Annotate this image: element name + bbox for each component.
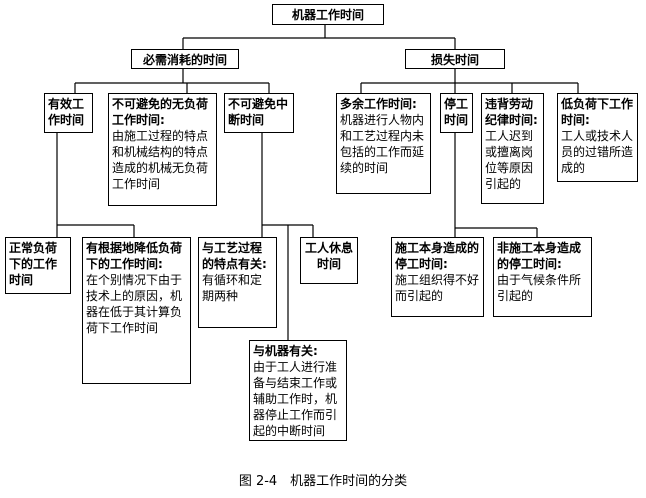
node-worker-rest: 工人休息时间 (300, 237, 358, 284)
node-title: 多余工作时间: (340, 97, 417, 111)
node-title: 机器工作时间 (291, 8, 364, 22)
node-low-load: 低负荷下工作时间:工人或技术人员的过错所造成的 (557, 93, 638, 182)
node-effective-time: 有效工作时间 (44, 93, 93, 133)
figure-caption: 图 2-4 机器工作时间的分类 (238, 474, 408, 489)
node-body: 施工组织得不好而引起的 (395, 273, 480, 303)
node-stoppage: 停工时间 (440, 93, 473, 133)
node-title: 必需消耗的时间 (142, 53, 227, 67)
node-title: 与机器有关: (253, 344, 318, 358)
node-necessary-time: 必需消耗的时间 (131, 49, 239, 69)
node-title: 损失时间 (430, 53, 479, 67)
node-normal-load: 正常负荷下的工作时间 (5, 237, 71, 294)
node-discipline-violation: 违背劳动纪律时间:工人迟到或擅离岗位等原因引起的 (481, 93, 544, 204)
node-process-related: 与工艺过程的特点有关:有循环和定期两种 (198, 237, 277, 328)
node-machine-related: 与机器有关: 由于工人进行准备与结束工作或辅助工作时，机器停止工作而引起的中断时间 (249, 340, 347, 441)
node-title: 不可避免的无负荷工作时间: (112, 97, 209, 127)
node-non-construction-caused: 非施工本身造成的停工时间:由于气候条件所引起的 (493, 237, 592, 317)
node-body: 机器进行人物内和工艺过程内未包括的工作而延续的时间 (340, 113, 425, 175)
node-title: 施工本身造成的停工时间: (395, 241, 480, 271)
node-title: 低负荷下工作时间: (561, 97, 634, 127)
node-excess-work: 多余工作时间: 机器进行人物内和工艺过程内未包括的工作而延续的时间 (336, 93, 431, 194)
node-body: 由于工人进行准备与结束工作或辅助工作时，机器停止工作而引起的中断时间 (253, 360, 338, 438)
node-title: 非施工本身造成的停工时间: (497, 241, 582, 271)
node-title: 停工时间 (444, 97, 469, 127)
node-body: 工人或技术人员的过错所造成的 (561, 129, 634, 175)
node-title: 有根据地降低负荷下的工作时间: (86, 241, 183, 271)
node-body: 有循环和定期两种 (202, 273, 263, 303)
node-body: 由施工过程的特点和机械结构的特点造成的机械无负荷工作时间 (112, 129, 209, 191)
node-title: 不可避免中断时间 (228, 97, 289, 127)
node-construction-caused: 施工本身造成的停工时间:施工组织得不好而引起的 (391, 237, 484, 317)
node-body: 在个别情况下由于技术上的原因，机器在低于其计算负荷下工作时间 (86, 273, 183, 335)
node-body: 工人迟到或擅离岗位等原因引起的 (485, 129, 534, 191)
node-title: 正常负荷下的工作时间 (9, 241, 58, 287)
node-title: 有效工作时间 (48, 97, 85, 127)
node-unavoidable-interrupt: 不可避免中断时间 (224, 93, 294, 133)
node-unavoidable-noload: 不可避免的无负荷工作时间:由施工过程的特点和机械结构的特点造成的机械无负荷工作时… (108, 93, 217, 206)
root-node: 机器工作时间 (272, 4, 384, 25)
node-title: 违背劳动纪律时间: (485, 97, 538, 127)
node-loss-time: 损失时间 (405, 49, 505, 69)
node-title: 工人休息时间 (304, 241, 353, 271)
node-reduced-load: 有根据地降低负荷下的工作时间:在个别情况下由于技术上的原因，机器在低于其计算负荷… (82, 237, 191, 384)
node-body: 由于气候条件所引起的 (497, 273, 582, 303)
node-title: 与工艺过程的特点有关: (202, 241, 267, 271)
